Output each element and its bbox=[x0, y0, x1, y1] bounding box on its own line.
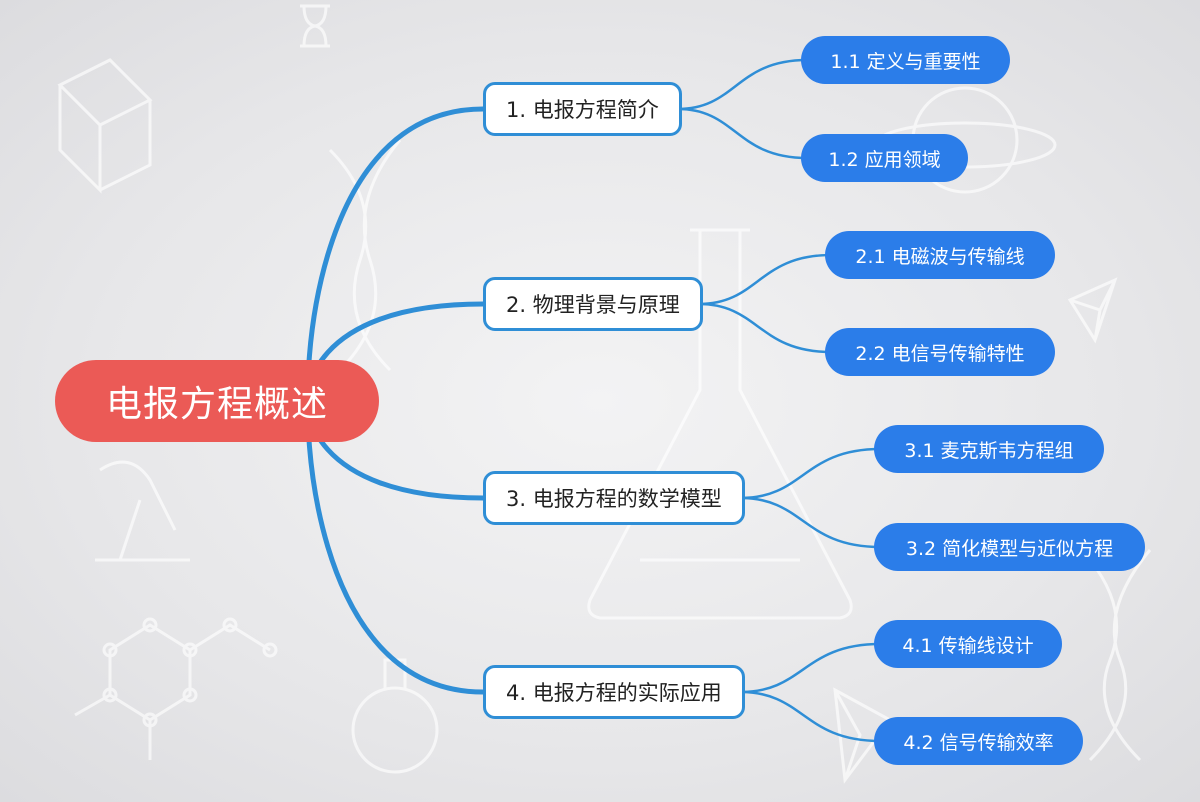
branch-to-subtopic-connector bbox=[676, 58, 809, 111]
subtopic-label: 3.2 简化模型与近似方程 bbox=[905, 537, 1114, 560]
branch-to-subtopic-connector bbox=[676, 107, 809, 160]
branch-to-subtopic-connector bbox=[697, 302, 833, 354]
root-to-branch-connector bbox=[305, 398, 486, 695]
prism-icon bbox=[833, 277, 1118, 784]
molecule-icon bbox=[74, 617, 278, 760]
subtopic-2-2[interactable]: 2.2 电信号传输特性 bbox=[825, 328, 1055, 376]
root-topic-label: 电报方程概述 bbox=[105, 384, 328, 425]
branch-to-subtopic-connector bbox=[739, 496, 882, 549]
branch-topic-label: 2. 物理背景与原理 bbox=[506, 293, 680, 317]
subtopic-label: 2.1 电磁波与传输线 bbox=[855, 245, 1025, 268]
cube-icon bbox=[57, 58, 153, 194]
subtopic-3-2[interactable]: 3.2 简化模型与近似方程 bbox=[874, 523, 1145, 571]
branch-topic-label: 4. 电报方程的实际应用 bbox=[506, 681, 722, 705]
branch-to-subtopic-connector bbox=[739, 447, 882, 500]
branch-topic-label: 3. 电报方程的数学模型 bbox=[506, 487, 722, 511]
dna-icon bbox=[328, 139, 1152, 762]
subtopic-label: 3.1 麦克斯韦方程组 bbox=[904, 439, 1074, 462]
branch-topic-2[interactable]: 2. 物理背景与原理 bbox=[483, 277, 703, 331]
subtopic-label: 1.1 定义与重要性 bbox=[830, 50, 981, 73]
root-topic[interactable]: 电报方程概述 bbox=[55, 360, 379, 442]
flask-icon bbox=[587, 228, 853, 620]
branch-topic-label: 1. 电报方程简介 bbox=[506, 98, 659, 122]
subtopic-2-1[interactable]: 2.1 电磁波与传输线 bbox=[825, 231, 1055, 279]
subtopic-label: 4.1 传输线设计 bbox=[902, 634, 1034, 657]
subtopic-1-2[interactable]: 1.2 应用领域 bbox=[801, 134, 968, 182]
branch-to-subtopic-connector bbox=[739, 690, 882, 743]
subtopic-1-1[interactable]: 1.1 定义与重要性 bbox=[801, 36, 1010, 84]
subtopic-label: 1.2 应用领域 bbox=[828, 148, 941, 171]
branch-topic-4[interactable]: 4. 电报方程的实际应用 bbox=[483, 665, 745, 719]
branch-topic-1[interactable]: 1. 电报方程简介 bbox=[483, 82, 682, 136]
subtopic-4-2[interactable]: 4.2 信号传输效率 bbox=[874, 717, 1083, 765]
branch-topic-3[interactable]: 3. 电报方程的数学模型 bbox=[483, 471, 745, 525]
microscope-icon bbox=[95, 460, 190, 562]
hourglass-icon bbox=[300, 4, 330, 48]
branch-to-subtopic-connector bbox=[739, 642, 882, 694]
branch-to-subtopic-connector bbox=[697, 253, 833, 306]
root-to-branch-connector bbox=[305, 106, 486, 404]
subtopic-4-1[interactable]: 4.1 传输线设计 bbox=[874, 620, 1062, 668]
subtopic-label: 4.2 信号传输效率 bbox=[903, 731, 1054, 754]
subtopic-label: 2.2 电信号传输特性 bbox=[855, 342, 1025, 365]
subtopic-3-1[interactable]: 3.1 麦克斯韦方程组 bbox=[874, 425, 1104, 473]
